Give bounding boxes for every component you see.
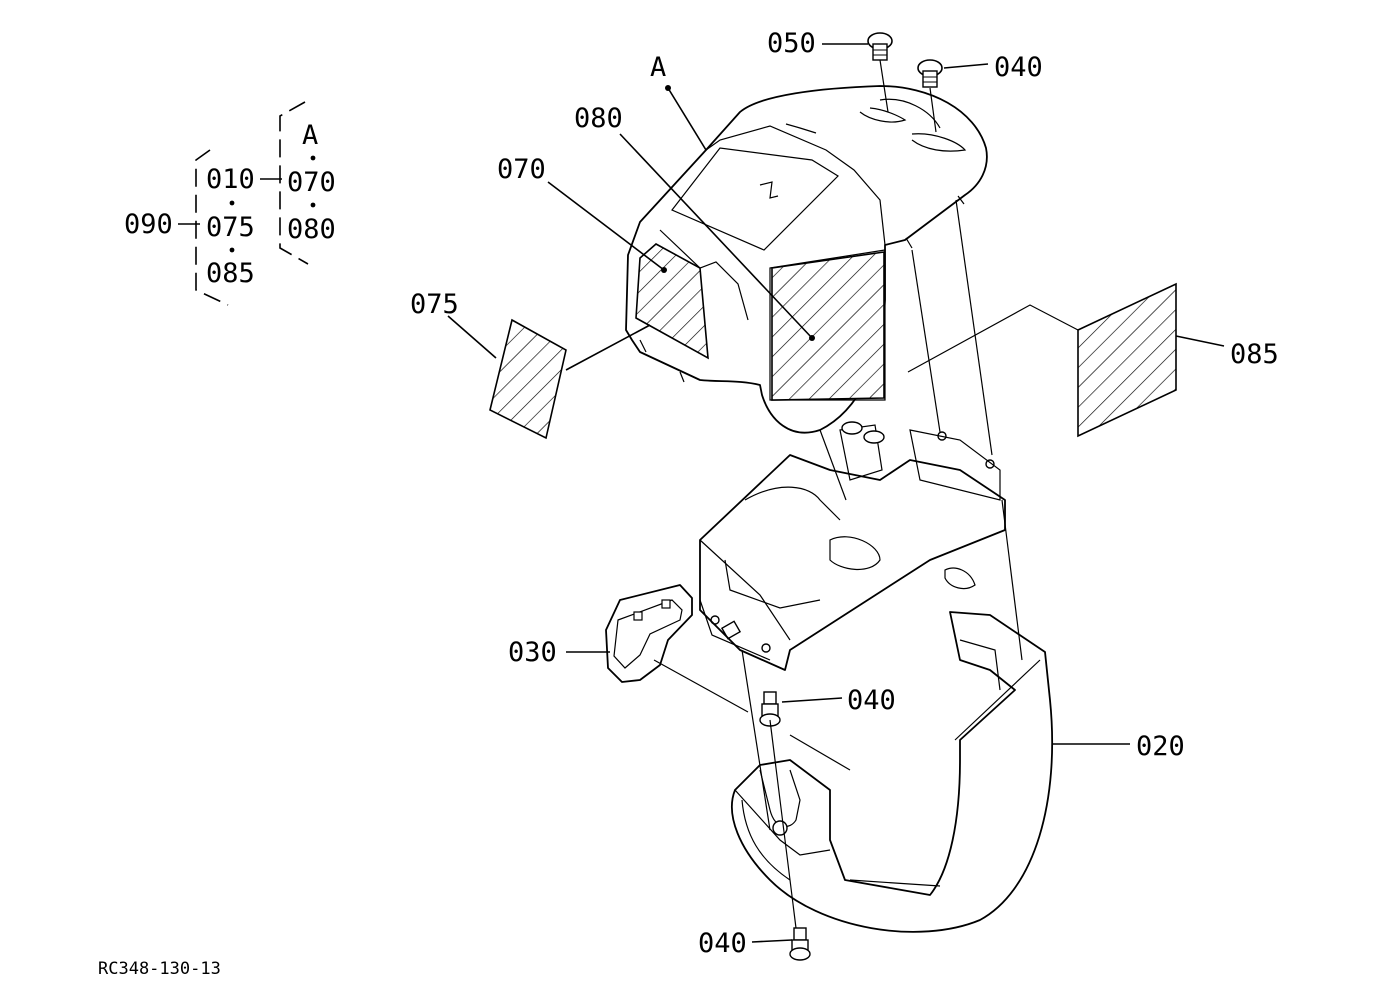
lid-030 <box>605 584 693 683</box>
callout-050: 050 <box>767 28 816 59</box>
decal-070 <box>635 243 709 360</box>
callout-a: A <box>650 52 666 83</box>
decal-075 <box>489 318 567 440</box>
leader-lines <box>447 43 1225 943</box>
assembly-lines <box>653 59 1079 929</box>
callout-075: 075 <box>410 289 459 320</box>
legend-item-010: 010 <box>206 164 255 195</box>
screw-040-bottom <box>789 927 811 961</box>
callout-070: 070 <box>497 154 546 185</box>
callout-020: 020 <box>1136 731 1185 762</box>
drawing-code: RC348-130-13 <box>98 959 221 979</box>
lower-cover-020 <box>731 611 1053 933</box>
legend-item-075: 075 <box>206 212 255 243</box>
decal-080 <box>771 251 885 401</box>
legend-item-085: 085 <box>206 258 255 289</box>
decal-085 <box>1077 282 1177 438</box>
callout-080: 080 <box>574 103 623 134</box>
callout-085: 085 <box>1230 339 1279 370</box>
legend-group-label: 090 <box>124 209 173 240</box>
legend-item-080: 080 <box>287 214 336 245</box>
callout-030: 030 <box>508 637 557 668</box>
callout-040-bottom: 040 <box>698 928 747 959</box>
upper-cover <box>625 85 988 434</box>
legend-group-a-title: A <box>302 120 318 151</box>
callout-040-mid: 040 <box>847 685 896 716</box>
screw-040-top <box>917 59 943 88</box>
callout-040-top: 040 <box>994 52 1043 83</box>
frame-bracket <box>699 421 1006 671</box>
legend-item-070: 070 <box>287 167 336 198</box>
screw-050 <box>867 32 893 61</box>
parts-legend: 090 010 075 085 A 070 080 <box>124 101 336 306</box>
